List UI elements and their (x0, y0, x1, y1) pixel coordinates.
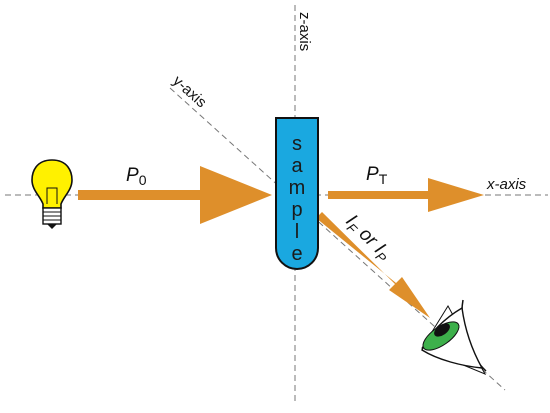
sample-letter: m (289, 177, 306, 199)
eye-icon (421, 299, 487, 376)
sample-label: s a m p l e (289, 133, 306, 265)
transmitted-beam-label: PT (366, 164, 388, 187)
sample-letter: s (292, 133, 302, 155)
light-bulb-icon (31, 159, 73, 229)
incident-beam-label: P0 (126, 165, 147, 188)
emitted-beam-arrow (316, 212, 430, 318)
y-axis-label: y-axis (169, 72, 209, 111)
x-axis-label: x-axis (486, 176, 527, 193)
z-axis-label: z-axis (296, 12, 313, 51)
sample-letter: l (295, 221, 299, 243)
sample-tube (275, 117, 319, 270)
incident-beam-arrow (78, 166, 272, 224)
sample-letter: e (291, 243, 302, 265)
sample-letter: a (291, 155, 303, 177)
sample-letter: p (291, 199, 302, 221)
transmitted-beam-arrow (328, 178, 484, 212)
